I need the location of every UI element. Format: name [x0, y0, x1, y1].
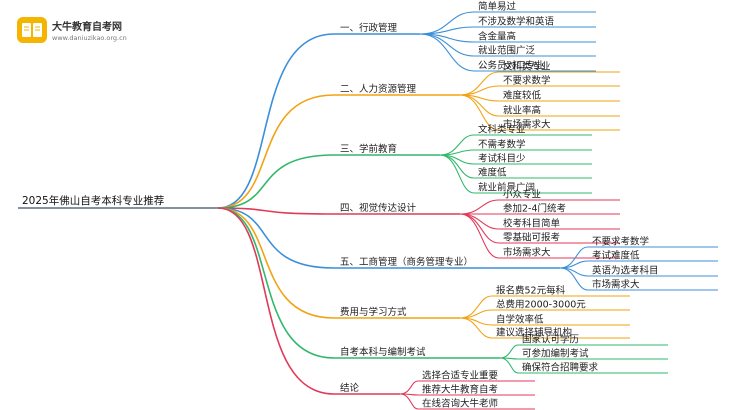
leaf-label: 就业范围广泛: [478, 45, 536, 57]
leaf-connector: [399, 393, 419, 410]
leaf-label: 难度低: [478, 167, 507, 179]
leaf-connector: [459, 94, 500, 117]
branch-label: 自考本科与编制考试: [340, 346, 426, 358]
leaf-label: 不要求数学: [503, 75, 551, 87]
logo-icon: [17, 17, 47, 43]
branch-label: 一、行政管理: [340, 22, 398, 34]
leaf-connector: [459, 199, 500, 215]
leaf-label: 公务员对口专业: [478, 60, 545, 72]
branch-label: 四、视觉传达设计: [340, 202, 417, 214]
leaf-label: 考试科目少: [478, 153, 526, 165]
leaf-connector: [459, 94, 500, 131]
leaf-label: 参加2-4门统考: [503, 203, 566, 215]
leaf-label: 建议选择辅导机构: [496, 327, 572, 339]
leaf-connector: [499, 357, 519, 374]
root-node: 2025年佛山自考本科专业推荐: [22, 194, 164, 207]
leaf-label: 难度较低: [503, 90, 542, 102]
leaf-label: 选择合适专业重要: [422, 370, 498, 382]
leaf-connector: [459, 309, 493, 319]
branch-connector: [217, 207, 335, 269]
leaf-connector: [419, 33, 475, 72]
leaf-label: 可参加编制考试: [522, 348, 589, 360]
branch-connector: [217, 207, 335, 319]
leaf-connector: [459, 317, 493, 339]
branch-connector: [217, 154, 335, 209]
branch-connector: [217, 33, 335, 209]
leaf-label: 推荐大牛教育自考: [422, 384, 498, 396]
leaf-label: 不涉及数学和英语: [478, 16, 555, 28]
leaf-label: 不要求考数学: [592, 236, 649, 248]
leaf-label: 在线咨询大牛老师: [422, 398, 498, 410]
leaf-label: 报名费52元每科: [496, 285, 566, 297]
leaf-label: 自学效率低: [496, 314, 544, 326]
leaf-connector: [559, 267, 589, 291]
leaf-label: 含金量高: [478, 31, 516, 43]
branch-label: 结论: [340, 382, 360, 394]
leaf-label: 就业率高: [503, 105, 541, 117]
branch-connector: [217, 207, 335, 359]
branch-connector: [217, 207, 335, 395]
leaf-label: 市场需求大: [503, 119, 551, 131]
logo: 大牛教育自考网 www.daniuzikao.org.cn: [16, 14, 156, 50]
leaf-label: 市场需求大: [592, 279, 640, 291]
leaf-connector: [439, 154, 475, 194]
branch-label: 五、工商管理（商务管理专业）: [340, 256, 473, 268]
branch-label: 费用与学习方式: [340, 306, 407, 318]
leaf-label: 确保符合招聘要求: [522, 362, 599, 374]
branch-label: 二、人力资源管理: [340, 83, 417, 95]
leaf-connector: [459, 85, 500, 96]
leaf-label: 校考科目简单: [503, 218, 561, 230]
leaf-label: 就业前景广阔: [478, 182, 535, 194]
logo-url: www.daniuzikao.org.cn: [52, 34, 127, 42]
leaf-label: 文科类专业: [478, 124, 526, 136]
leaf-connector: [459, 213, 500, 259]
leaf-label: 考试难度低: [592, 250, 640, 262]
leaf-label: 小众专业: [503, 189, 541, 201]
leaf-label: 文科类专业: [503, 61, 551, 73]
leaf-connector: [439, 134, 475, 156]
leaf-label: 简单易过: [478, 1, 517, 13]
logo-title: 大牛教育自考网: [52, 22, 122, 33]
leaf-label: 英语为选考科目: [592, 265, 659, 277]
branch-label: 三、学前教育: [340, 143, 397, 155]
branch-connector: [217, 94, 335, 209]
leaf-connector: [399, 380, 419, 395]
leaf-connector: [499, 344, 519, 359]
leaf-label: 国家认可学历: [522, 334, 579, 346]
leaf-connector: [559, 267, 589, 277]
leaf-label: 不需考数学: [478, 139, 526, 151]
branch-connector: [217, 207, 335, 215]
leaf-label: 零基础可报考: [503, 232, 560, 244]
leaf-label: 市场需求大: [503, 247, 551, 259]
leaf-label: 总费用2000-3000元: [496, 299, 586, 311]
